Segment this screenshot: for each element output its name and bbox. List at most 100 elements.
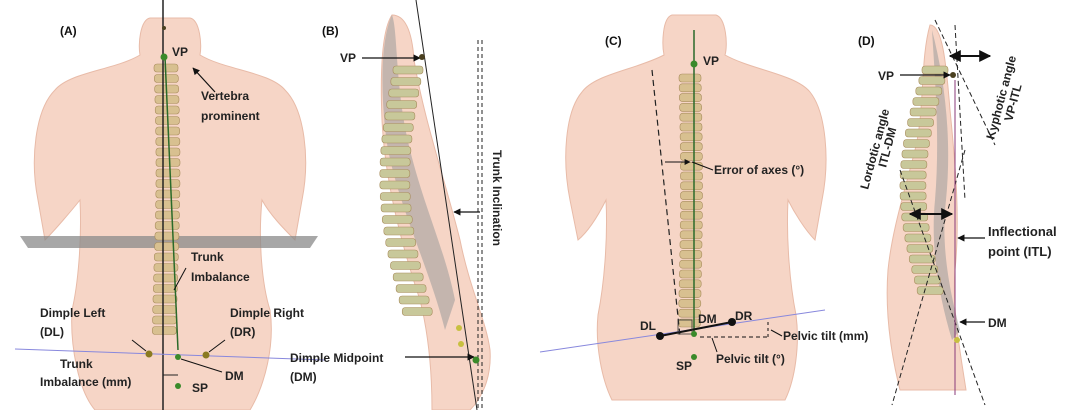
vp-marker-b bbox=[419, 54, 425, 60]
vertebra bbox=[680, 250, 702, 258]
vertebra bbox=[156, 159, 180, 167]
vertebra bbox=[153, 295, 177, 303]
vertebra bbox=[902, 150, 928, 158]
vertebra bbox=[156, 201, 180, 209]
vertebra bbox=[380, 170, 410, 178]
trunk-imbalance-mm-label-a: Trunk bbox=[60, 357, 93, 371]
vertebra bbox=[381, 147, 411, 155]
vertebra bbox=[155, 222, 179, 230]
vertebra bbox=[681, 182, 703, 190]
dm-marker-b bbox=[473, 357, 480, 364]
vertebra bbox=[155, 211, 179, 219]
vertebra bbox=[916, 87, 942, 95]
itl-label-d: point (ITL) bbox=[988, 244, 1052, 259]
vertebra bbox=[380, 158, 410, 166]
vertebra bbox=[901, 161, 927, 169]
vertebra bbox=[680, 143, 702, 151]
pelvis-marker-b bbox=[456, 325, 462, 331]
vertebra bbox=[680, 192, 702, 200]
pelvis-marker2-b bbox=[458, 341, 464, 347]
panel-label-b: (B) bbox=[322, 24, 339, 38]
vertebra bbox=[680, 133, 702, 141]
vertebra bbox=[156, 138, 180, 146]
pelvic-tilt-mm-label-c: Pelvic tilt (mm) bbox=[783, 329, 868, 343]
dimple-left-label-a: Dimple Left bbox=[40, 306, 105, 320]
vertebra bbox=[389, 89, 419, 97]
vertebra bbox=[386, 239, 416, 247]
vertebra bbox=[679, 94, 701, 102]
inflectional-label-d: Inflectional bbox=[988, 224, 1057, 239]
vertebra bbox=[919, 77, 945, 85]
dm-label-b: (DM) bbox=[290, 370, 317, 384]
dm-marker-c bbox=[691, 331, 697, 337]
vertebra bbox=[907, 245, 933, 253]
trunk-imbalance-mm-label2-a: Imbalance (mm) bbox=[40, 375, 131, 389]
vertebra bbox=[679, 84, 701, 92]
vertebra bbox=[680, 231, 702, 239]
vertebra bbox=[156, 148, 180, 156]
dm-marker-a bbox=[175, 354, 181, 360]
vertebra bbox=[393, 273, 423, 281]
vertebra bbox=[396, 285, 426, 293]
vertebra bbox=[156, 180, 180, 188]
vertebra bbox=[393, 66, 423, 74]
vertebra bbox=[680, 103, 702, 111]
vertebra bbox=[383, 124, 413, 132]
vertebra bbox=[390, 262, 420, 270]
vertebra bbox=[387, 101, 417, 109]
vertebra bbox=[402, 308, 432, 316]
vertebra bbox=[900, 171, 926, 179]
vertebra bbox=[680, 201, 702, 209]
error-axes-label-c: Error of axes (°) bbox=[714, 163, 804, 177]
panel-d: (D) VP Kyphotic angle VP-ITL Lordotic an… bbox=[857, 20, 1056, 405]
vertebra bbox=[388, 250, 418, 258]
vp-label-a: VP bbox=[172, 45, 188, 59]
kyphotic-line2-d bbox=[955, 25, 965, 200]
vertebra bbox=[382, 216, 412, 224]
trunk-imbalance-label-a: Trunk bbox=[191, 250, 224, 264]
vertebra bbox=[680, 241, 702, 249]
sp-marker-a bbox=[175, 383, 181, 389]
vertebra bbox=[910, 108, 936, 116]
dr-label-c: DR bbox=[735, 309, 753, 323]
vertebra bbox=[679, 290, 701, 298]
vertebra bbox=[381, 204, 411, 212]
vp-marker-c bbox=[691, 61, 698, 68]
dm-label-c: DM bbox=[698, 312, 717, 326]
vertebra bbox=[153, 306, 177, 314]
dr-marker-a bbox=[203, 352, 210, 359]
vertebra bbox=[680, 211, 702, 219]
vp-label-c: VP bbox=[703, 54, 719, 68]
trunk-inclination-label-b: Trunk Inclination bbox=[490, 150, 504, 246]
vertebra bbox=[680, 113, 702, 121]
vertebra bbox=[680, 123, 702, 131]
vp-label-d: VP bbox=[878, 69, 894, 83]
vertebra bbox=[903, 140, 929, 148]
vertebra bbox=[152, 327, 176, 335]
prominent-label-a: prominent bbox=[201, 109, 260, 123]
vp-marker-d bbox=[950, 72, 956, 78]
vertebra bbox=[900, 192, 926, 200]
vertebra bbox=[391, 78, 421, 86]
vertebra bbox=[903, 224, 929, 232]
sp-label-a: SP bbox=[192, 381, 208, 395]
dm-label-d: DM bbox=[988, 316, 1007, 330]
vertebra bbox=[679, 74, 701, 82]
vertebra bbox=[155, 243, 179, 251]
vertebra bbox=[680, 260, 702, 268]
head-marker-a bbox=[162, 26, 166, 30]
panel-label-a: (A) bbox=[60, 24, 77, 38]
vertebra bbox=[908, 119, 934, 127]
dm-label-a: DM bbox=[225, 369, 244, 383]
vertebra bbox=[156, 169, 180, 177]
vertebra bbox=[680, 162, 702, 170]
vertebra bbox=[155, 232, 179, 240]
vertebra bbox=[679, 270, 701, 278]
vertebra bbox=[679, 299, 701, 307]
dl-label-c: DL bbox=[640, 319, 656, 333]
dl-marker-a bbox=[146, 351, 153, 358]
vertebra bbox=[912, 266, 938, 274]
vertebra bbox=[680, 152, 702, 160]
vertebra-label-a: Vertebra bbox=[201, 89, 249, 103]
